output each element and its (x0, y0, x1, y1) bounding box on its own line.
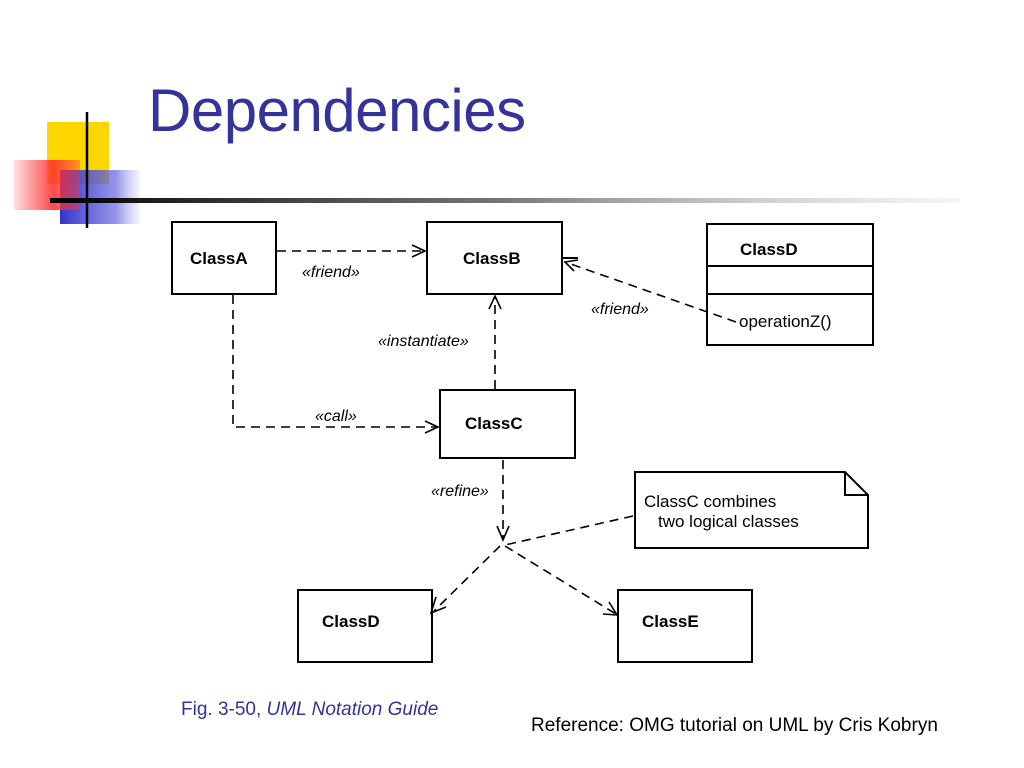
class-b-label: ClassB (463, 249, 521, 268)
stereotype-friend-ab: «friend» (302, 264, 360, 281)
arrowhead-branch (496, 525, 510, 543)
caption-source: UML Notation Guide (266, 699, 439, 720)
stereotype-refine: «refine» (431, 483, 489, 500)
class-e-label: ClassE (642, 612, 699, 631)
dep-line-branch-to-d (433, 545, 501, 612)
class-d-operation: operationZ() (739, 312, 832, 331)
slide-title: Dependencies (148, 77, 526, 144)
stereotype-instantiate: «instantiate» (378, 333, 469, 350)
class-d-top-box (706, 223, 874, 346)
dep-line-branch-to-e (504, 545, 617, 615)
class-d-bottom-label: ClassD (322, 612, 380, 631)
note-line-2: two logical classes (658, 512, 799, 531)
note-box (634, 471, 869, 549)
stereotype-friend-db: «friend» (591, 301, 649, 318)
arrowhead-c-from-a (424, 420, 440, 434)
class-d-bottom-box (297, 589, 433, 663)
class-a-label: ClassA (190, 249, 248, 268)
class-c-label: ClassC (465, 414, 523, 433)
figure-caption: Fig. 3-50, UML Notation Guide (181, 699, 438, 721)
arrowhead-d-bottom (429, 596, 447, 615)
arrowhead-b-from-c (488, 294, 502, 310)
note-fold (844, 472, 868, 496)
arrowhead-e (602, 601, 619, 616)
arrowhead-b-from-a (411, 244, 427, 258)
stereotype-call: «call» (315, 408, 357, 425)
dep-line-d-to-b (564, 261, 737, 323)
class-d-top-label: ClassD (740, 240, 798, 259)
slide-logo-graphic (14, 112, 140, 228)
arrowhead-b-from-d (563, 259, 579, 272)
class-e-box (617, 589, 753, 663)
title-rule (50, 198, 960, 203)
reference-text: Reference: OMG tutorial on UML by Cris K… (531, 715, 938, 736)
class-a-box (171, 221, 277, 295)
caption-prefix: Fig. 3-50, (181, 699, 267, 720)
class-c-box (439, 389, 576, 459)
note-line-1: ClassC combines (644, 492, 776, 511)
note-anchor-line (504, 515, 634, 546)
